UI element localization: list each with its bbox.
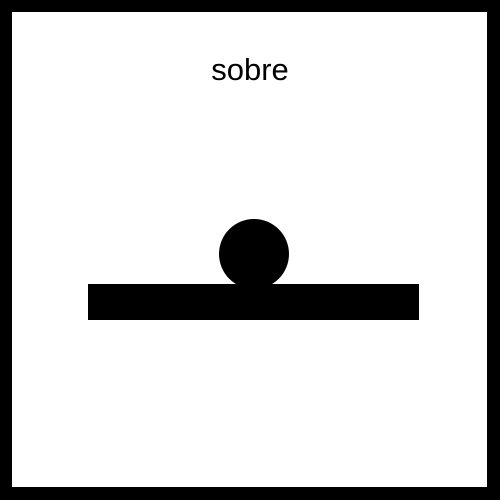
ball-shape — [219, 219, 289, 289]
on-top-of-pictogram — [88, 219, 419, 320]
pictogram-label: sobre — [211, 52, 289, 87]
surface-bar-shape — [88, 284, 419, 320]
